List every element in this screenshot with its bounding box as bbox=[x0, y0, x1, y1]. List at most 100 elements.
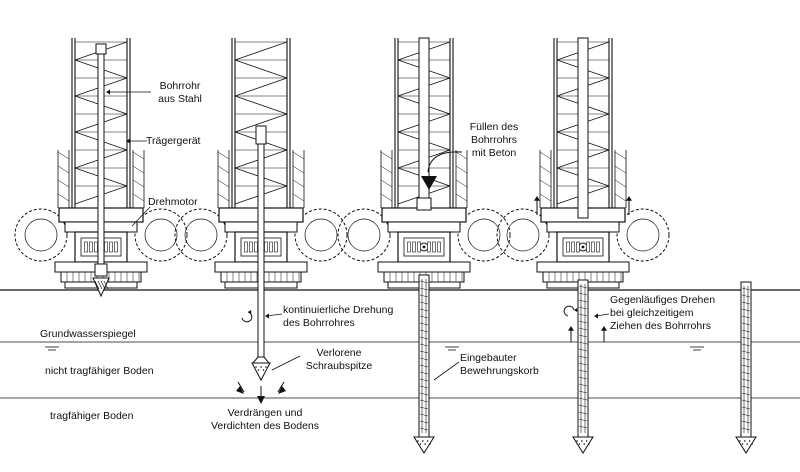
pull-arrow-head bbox=[534, 196, 540, 201]
wheel-hub bbox=[24, 218, 58, 252]
rebar-stirrup bbox=[741, 350, 751, 354]
tip-speckle bbox=[739, 440, 741, 442]
motor-rib bbox=[417, 241, 421, 253]
rebar-stirrup bbox=[419, 287, 429, 291]
rebar-stirrup bbox=[578, 383, 588, 387]
rebar-stirrup bbox=[741, 399, 751, 403]
counter-rotation-head bbox=[574, 308, 578, 312]
motor-rib bbox=[432, 241, 436, 253]
pointer-bohrrohr-head bbox=[106, 89, 110, 95]
tip-speckle bbox=[576, 440, 578, 442]
tube-cap bbox=[95, 43, 107, 55]
rebar-stirrup bbox=[419, 301, 429, 305]
motor-rib bbox=[591, 241, 595, 253]
side-brace bbox=[539, 193, 552, 202]
label-drehmotor: Drehmotor bbox=[148, 196, 198, 208]
label-nicht-tragfaehig: nicht tragfähiger Boden bbox=[45, 365, 154, 377]
rebar-stirrup bbox=[741, 406, 751, 410]
rotation-symbol-head bbox=[248, 310, 252, 314]
concrete-fill-arrow bbox=[421, 176, 437, 190]
rebar-stirrup bbox=[578, 390, 588, 394]
motor-rib bbox=[576, 241, 580, 253]
tip-speckle bbox=[257, 369, 260, 371]
rebar-stirrup bbox=[419, 413, 429, 417]
tube-flare bbox=[251, 356, 271, 364]
rebar-stirrup bbox=[419, 322, 429, 326]
motor-axle-dot bbox=[581, 245, 585, 249]
tube-collar bbox=[416, 197, 432, 211]
tip-speckle bbox=[578, 443, 581, 445]
rebar-stirrup bbox=[419, 420, 429, 424]
rebar-stirrup bbox=[741, 357, 751, 361]
motor-rib bbox=[104, 241, 108, 253]
motor-axle-dot bbox=[422, 245, 426, 249]
rebar-stirrup bbox=[741, 364, 751, 368]
rebar-stirrup bbox=[741, 427, 751, 431]
rebar-stirrup bbox=[578, 369, 588, 373]
rebar-stirrup bbox=[419, 308, 429, 312]
label-traegergeraet: Trägergerät bbox=[146, 135, 201, 147]
rebar-stirrup bbox=[578, 313, 588, 317]
motor-rib bbox=[244, 241, 248, 253]
side-brace bbox=[614, 193, 627, 202]
side-brace bbox=[380, 193, 393, 202]
rebar-stirrup bbox=[741, 315, 751, 319]
tip-speckle bbox=[751, 443, 753, 445]
tip-hatch bbox=[103, 280, 109, 290]
rebar-stirrup bbox=[419, 294, 429, 298]
crawler-wheel bbox=[14, 208, 68, 262]
wheel-hub bbox=[626, 218, 660, 252]
rebar-stirrup bbox=[578, 376, 588, 380]
rebar-stirrup bbox=[578, 362, 588, 366]
wheel-hub bbox=[347, 218, 381, 252]
motor-rib bbox=[596, 241, 600, 253]
pointer-gegenlaeufig bbox=[595, 313, 610, 317]
rebar-stirrup bbox=[419, 280, 429, 284]
side-brace bbox=[292, 179, 305, 188]
displacement-arrow-head bbox=[278, 386, 286, 394]
rebar-stirrup bbox=[741, 413, 751, 417]
rebar-stirrup bbox=[741, 294, 751, 298]
wheel-hub bbox=[304, 218, 338, 252]
side-brace bbox=[292, 165, 305, 174]
tip-speckle bbox=[744, 440, 746, 442]
side-brace bbox=[380, 165, 393, 174]
pile-shaft bbox=[418, 274, 430, 438]
tip-speckle bbox=[585, 440, 588, 442]
pile-shaft bbox=[740, 281, 752, 438]
rebar-stirrup bbox=[578, 348, 588, 352]
displacement-arrow bbox=[237, 381, 245, 393]
tip-hatch bbox=[100, 280, 106, 290]
rebar-stirrup bbox=[741, 420, 751, 424]
rebar-stirrup bbox=[419, 371, 429, 375]
crawler-track bbox=[536, 261, 630, 273]
tip-speckle bbox=[419, 443, 422, 445]
tip-speckle bbox=[265, 366, 267, 368]
rebar-stirrup bbox=[741, 287, 751, 291]
motor-rib bbox=[269, 241, 273, 253]
tip-speckle bbox=[255, 366, 257, 368]
pointer-gegenlaeufig-head bbox=[594, 313, 598, 319]
carriage-frame bbox=[546, 221, 620, 233]
motor-rib bbox=[94, 241, 98, 253]
pull-arrow-head bbox=[601, 326, 607, 331]
crawler-wheel bbox=[496, 208, 550, 262]
motor-rib bbox=[89, 241, 93, 253]
drill-tube bbox=[418, 37, 430, 199]
tip-hatch bbox=[94, 280, 100, 290]
side-brace bbox=[132, 193, 145, 202]
motor-rib bbox=[254, 241, 258, 253]
side-brace bbox=[455, 179, 468, 188]
pile-tip bbox=[735, 436, 757, 454]
screw-tip bbox=[251, 362, 271, 382]
displacement-arrow-head bbox=[257, 396, 265, 404]
counter-rotation-symbol bbox=[563, 305, 575, 317]
side-brace bbox=[292, 193, 305, 202]
side-brace bbox=[57, 151, 70, 160]
pointer-fuellen bbox=[427, 151, 463, 173]
